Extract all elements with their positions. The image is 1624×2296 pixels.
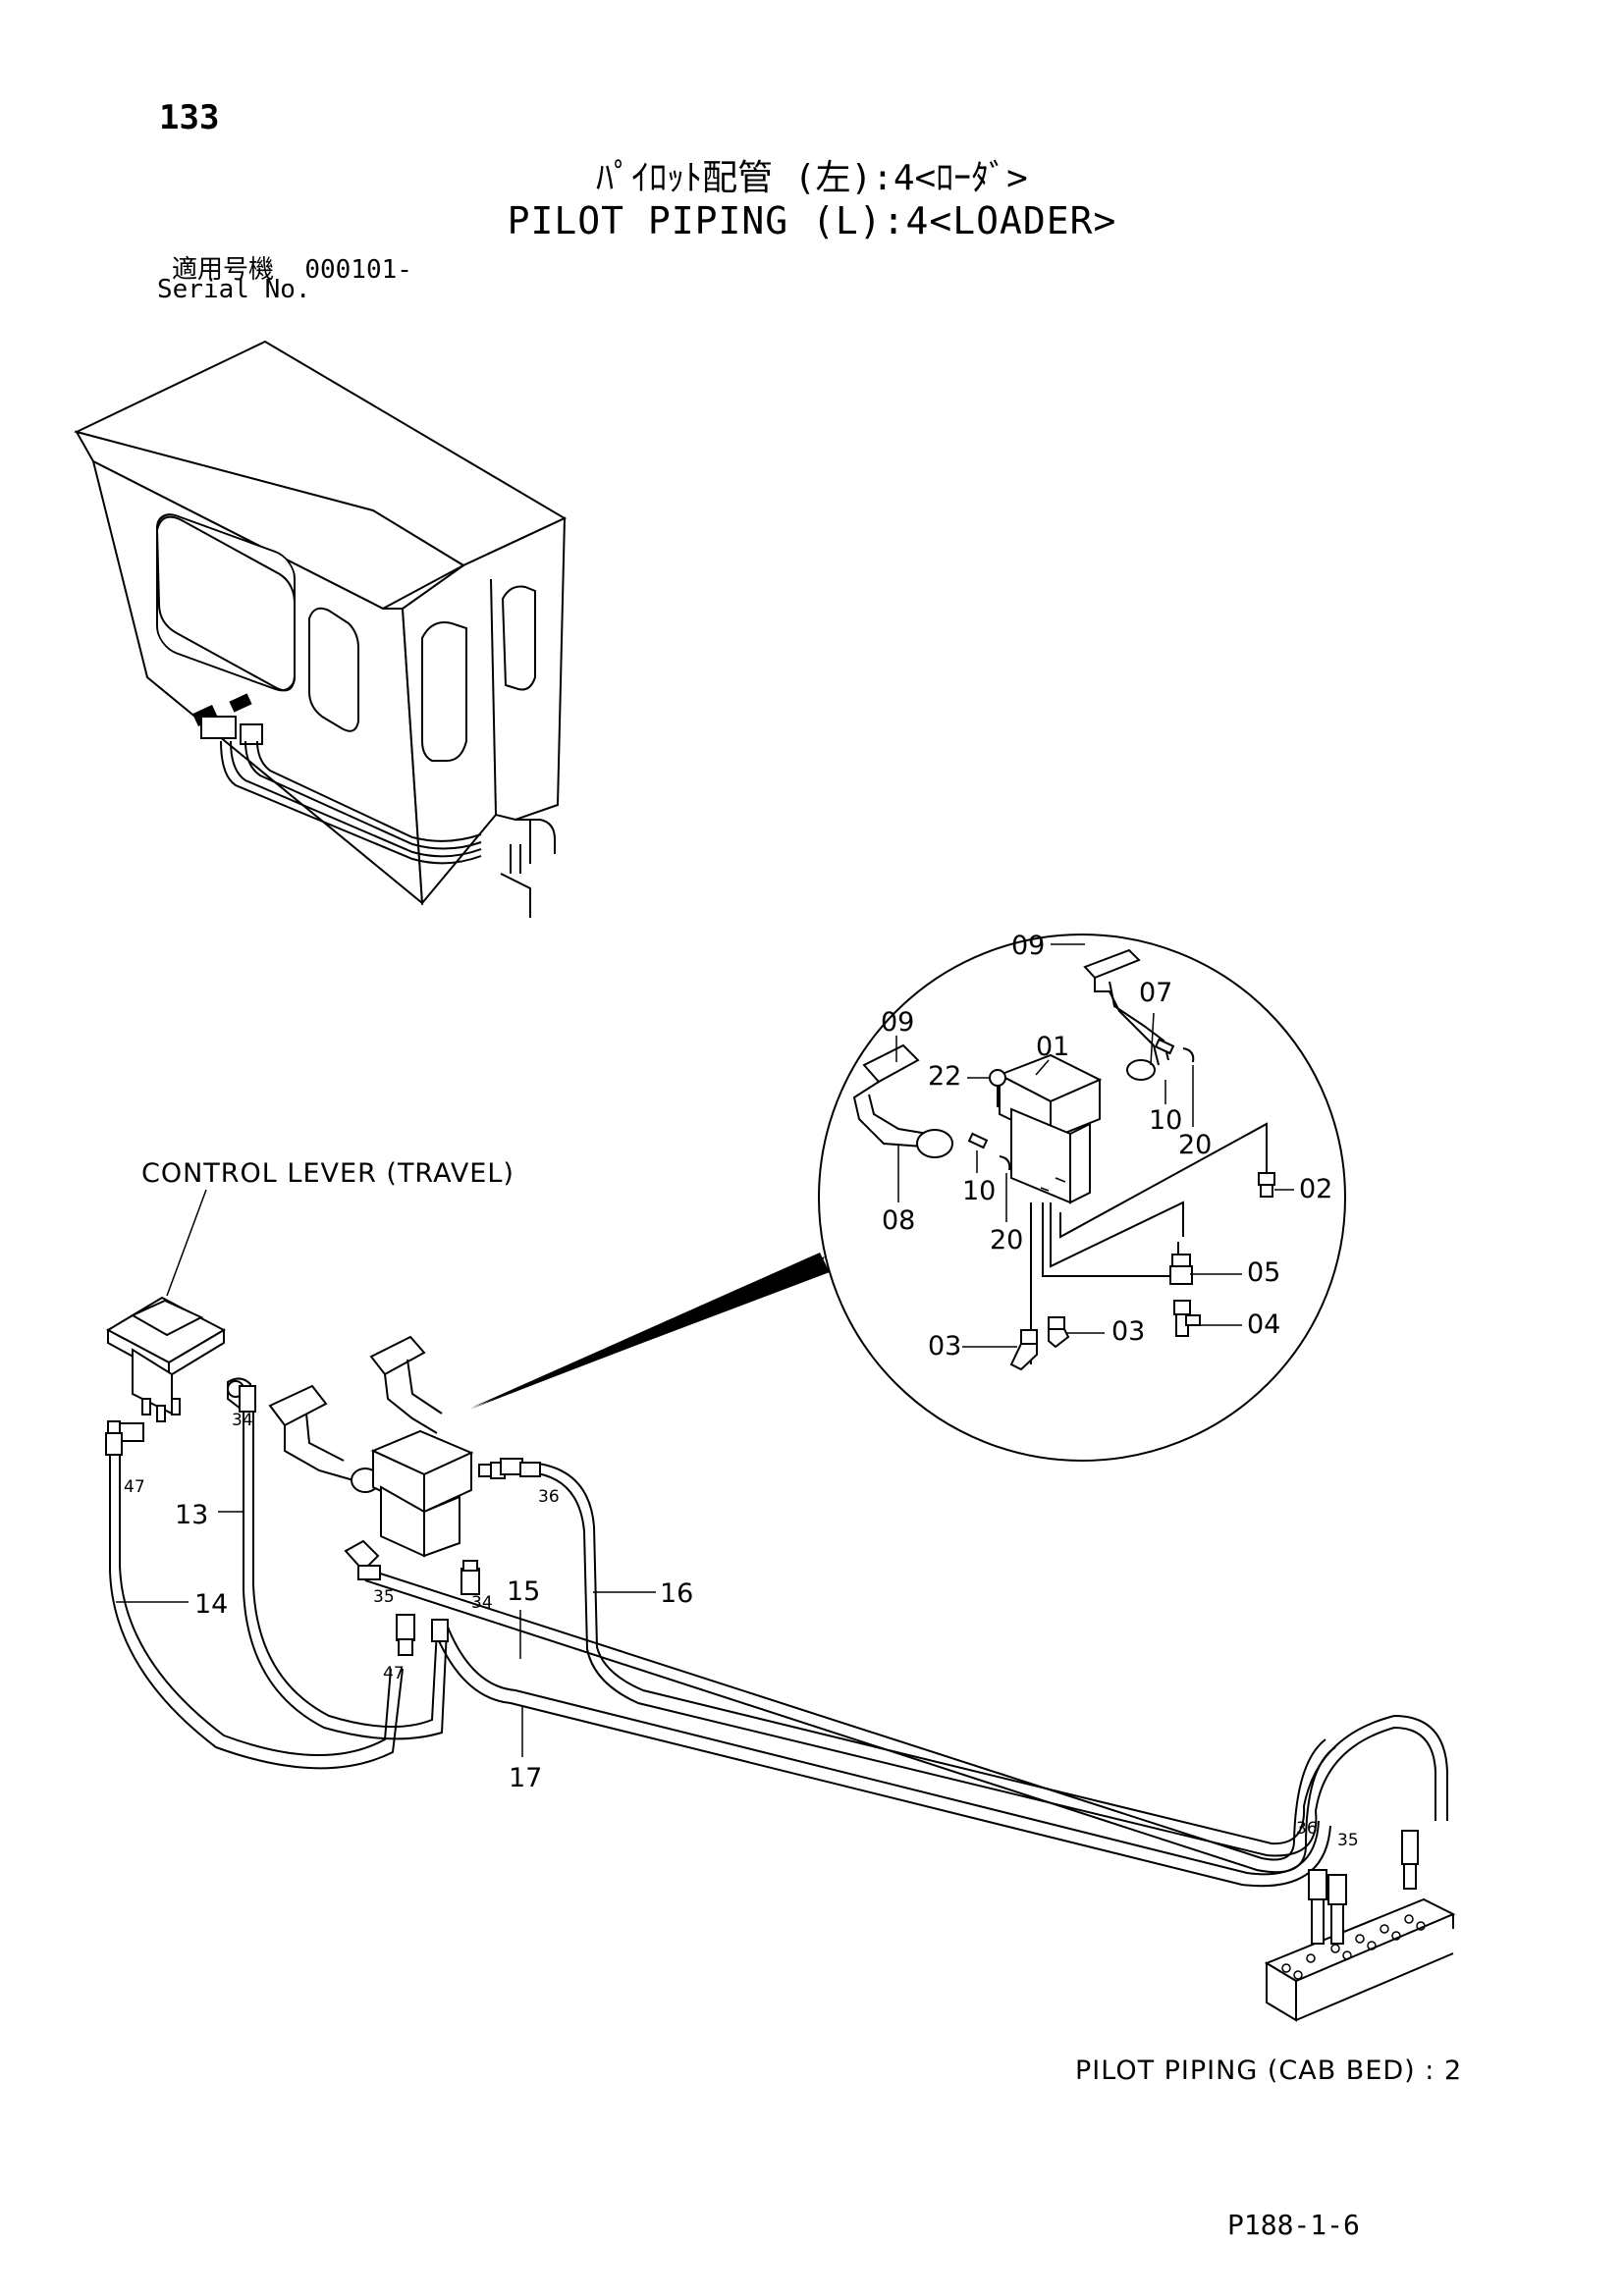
fitting-03-b [1048, 1316, 1070, 1349]
callout-04: 04 [1247, 1309, 1280, 1340]
callout-fitting-34-mid: 34 [471, 1593, 493, 1613]
cab-overview [74, 340, 568, 918]
fitting-04 [1173, 1300, 1201, 1337]
callout-07: 07 [1139, 978, 1172, 1008]
callout-fitting-36-bed: 36 [1296, 1819, 1318, 1839]
callout-fitting-47-mid: 47 [383, 1664, 405, 1683]
callout-fitting-36-mid: 36 [538, 1487, 560, 1507]
callout-09-lower: 09 [881, 1007, 914, 1038]
page-number: 133 [159, 98, 220, 137]
cab-pedals [192, 693, 263, 745]
fitting-02 [1258, 1172, 1275, 1198]
title-english: PILOT PIPING (L):4<LOADER> [507, 199, 1117, 242]
main-valve [370, 1429, 506, 1558]
title-japanese: ﾊﾟｲﾛｯﾄ配管 (左):4<ﾛｰﾀﾞ> [596, 158, 1028, 198]
callout-08: 08 [882, 1205, 915, 1236]
reference-control-lever-travel: CONTROL LEVER (TRAVEL) [141, 1158, 514, 1189]
callout-05: 05 [1247, 1257, 1280, 1288]
callout-02: 02 [1299, 1174, 1332, 1204]
serial-label-english: Serial No. [157, 275, 311, 304]
drawing-number: P188-1-6 [1227, 2209, 1360, 2241]
main-assembly: 13 14 15 16 17 34 47 36 35 34 47 36 35 [105, 1189, 1456, 2022]
control-lever-travel [105, 1189, 251, 1442]
fitting-03-a [1009, 1329, 1038, 1371]
serial-label-japanese: 適用号機 000101- [172, 249, 412, 286]
callout-20-left: 20 [990, 1225, 1023, 1255]
serial-label-jp-text: 適用号機 [172, 255, 275, 285]
cab-bed-block [1264, 1897, 1456, 2022]
callout-fitting-35-mid: 35 [373, 1587, 395, 1607]
callout-16: 16 [660, 1578, 693, 1609]
callout-fitting-47-top: 47 [124, 1477, 145, 1497]
callout-10-left: 10 [962, 1176, 996, 1206]
callout-fitting-34-top: 34 [232, 1411, 253, 1430]
callout-17: 17 [509, 1763, 542, 1793]
callout-01: 01 [1036, 1032, 1069, 1062]
callout-fitting-35-bed: 35 [1337, 1831, 1359, 1850]
detail-view: 09 09 07 01 22 10 20 10 20 08 02 05 04 0… [469, 931, 1346, 1462]
callout-14: 14 [194, 1589, 228, 1620]
callout-09-upper: 09 [1011, 931, 1045, 961]
callout-20-right: 20 [1178, 1130, 1212, 1160]
callout-22: 22 [928, 1061, 961, 1092]
callout-15: 15 [507, 1576, 540, 1607]
callout-03-left: 03 [928, 1331, 961, 1362]
callout-03-right: 03 [1111, 1316, 1145, 1347]
serial-value: 000101- [304, 255, 412, 285]
callout-10-right: 10 [1149, 1105, 1182, 1136]
fitting-05 [1169, 1254, 1193, 1285]
callout-13: 13 [175, 1500, 208, 1530]
reference-pilot-piping-cab-bed: PILOT PIPING (CAB BED) : 2 [1075, 2056, 1463, 2086]
